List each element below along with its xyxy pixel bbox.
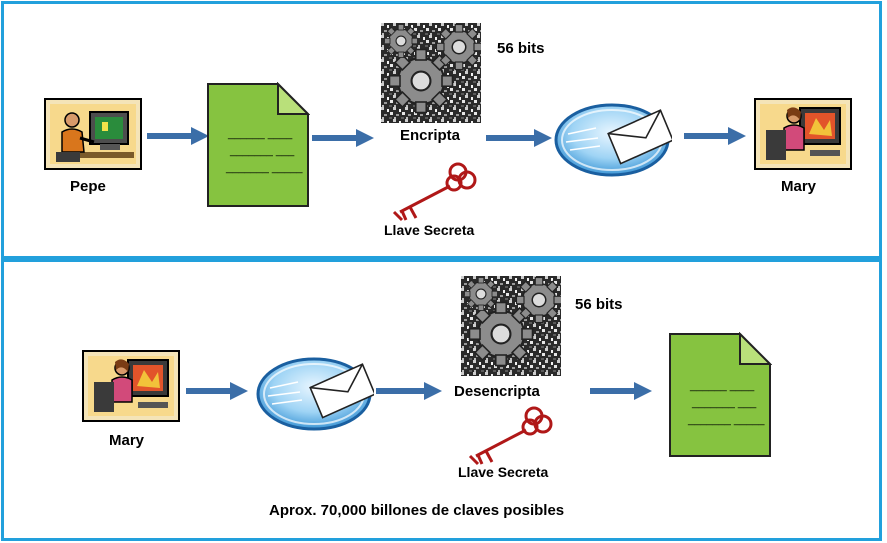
footer-note: Aprox. 70,000 billones de claves posible… <box>269 502 565 519</box>
envelope-icon <box>554 96 672 178</box>
receiver-label: Mary <box>781 178 817 195</box>
person-computer-icon <box>44 98 142 170</box>
encryption-panel: Pepe ______ ____ _______ ___ _______ ___… <box>1 1 882 259</box>
document-line: _______ _____ <box>688 414 765 426</box>
document-icon <box>668 332 772 458</box>
arrow-icon <box>312 128 374 148</box>
arrow-icon <box>486 128 552 148</box>
key-label: Llave Secreta <box>458 464 549 480</box>
document-icon <box>206 82 310 208</box>
key-icon <box>388 156 478 224</box>
bits-label: 56 bits <box>575 296 623 313</box>
key-label: Llave Secreta <box>384 222 475 238</box>
arrow-icon <box>376 381 442 401</box>
process-label: Encripta <box>400 127 461 144</box>
document-line: _______ _____ <box>226 162 303 174</box>
envelope-icon <box>256 350 374 432</box>
decryption-panel: Mary 56 bits Desencripta <box>1 259 882 541</box>
arrow-icon <box>147 126 209 146</box>
bits-label: 56 bits <box>497 40 545 57</box>
document-line: ______ ____ <box>228 128 293 140</box>
person-computer-icon <box>754 98 852 170</box>
gears-icon <box>381 23 481 123</box>
document-line: ______ ____ <box>690 380 755 392</box>
arrow-icon <box>684 126 746 146</box>
document-line: _______ ___ <box>230 145 295 157</box>
key-icon <box>464 400 554 468</box>
gears-icon <box>461 276 561 376</box>
document-line: _______ ___ <box>692 397 757 409</box>
person-computer-icon <box>82 350 180 422</box>
arrow-icon <box>590 381 652 401</box>
arrow-icon <box>186 381 248 401</box>
sender-label: Mary <box>109 432 145 449</box>
sender-label: Pepe <box>70 178 106 195</box>
process-label: Desencripta <box>454 383 540 400</box>
